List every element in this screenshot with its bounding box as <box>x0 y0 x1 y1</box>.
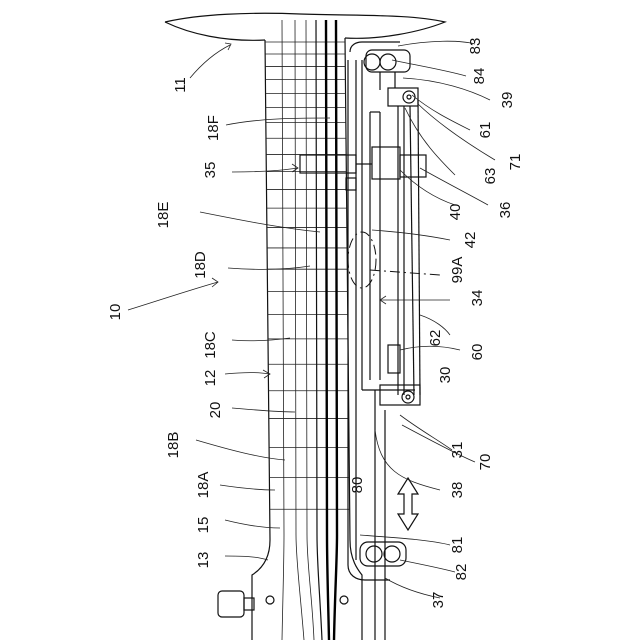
ref-label-20: 20 <box>207 402 224 419</box>
ref-label-61: 61 <box>477 122 494 139</box>
ref-label-30: 30 <box>437 367 454 384</box>
strings <box>282 20 337 640</box>
ref-label-39: 39 <box>499 92 516 109</box>
ref-label-81: 81 <box>449 537 466 554</box>
ref-label-18F: 18F <box>205 115 222 141</box>
ref-label-70: 70 <box>477 454 494 471</box>
ref-label-31: 31 <box>449 442 466 459</box>
movement-arrow <box>398 478 418 530</box>
leader-lines <box>128 41 495 598</box>
ref-label-60: 60 <box>469 344 486 361</box>
ref-label-13: 13 <box>195 552 212 569</box>
ref-label-35: 35 <box>202 162 219 179</box>
top-pulleys <box>364 50 410 90</box>
ref-label-42: 42 <box>462 232 479 249</box>
ref-label-63: 63 <box>482 168 499 185</box>
ref-label-11: 11 <box>172 77 189 93</box>
ref-label-10: 10 <box>107 304 124 321</box>
bottom-pulleys <box>360 542 406 566</box>
ref-label-62: 62 <box>427 330 444 347</box>
ref-label-84: 84 <box>471 68 488 85</box>
ref-label-82: 82 <box>453 564 470 581</box>
ref-label-37: 37 <box>430 592 447 609</box>
upper-carriage <box>388 72 418 106</box>
ref-label-40: 40 <box>447 204 464 221</box>
ref-label-15: 15 <box>195 517 212 534</box>
ref-label-34: 34 <box>469 290 486 307</box>
ref-label-80: 80 <box>349 477 366 494</box>
ref-label-18D: 18D <box>192 251 209 279</box>
slider-block <box>300 147 426 190</box>
ref-label-18B: 18B <box>165 432 182 459</box>
ref-label-18C: 18C <box>202 331 219 359</box>
guitar-body <box>165 13 445 40</box>
ref-label-38: 38 <box>449 482 466 499</box>
ref-label-99A: 99A <box>449 257 466 284</box>
reference-labels: 11 83 84 39 61 71 63 36 40 42 18F 35 18E 18D 99A34 10 62… <box>107 38 524 609</box>
ref-label-83: 83 <box>467 38 484 55</box>
ref-label-12: 12 <box>202 370 219 387</box>
ref-label-18A: 18A <box>195 472 212 499</box>
ref-label-36: 36 <box>497 202 514 219</box>
ref-label-18E: 18E <box>155 202 172 229</box>
slide-rail <box>370 100 420 395</box>
ref-label-71: 71 <box>507 154 524 171</box>
